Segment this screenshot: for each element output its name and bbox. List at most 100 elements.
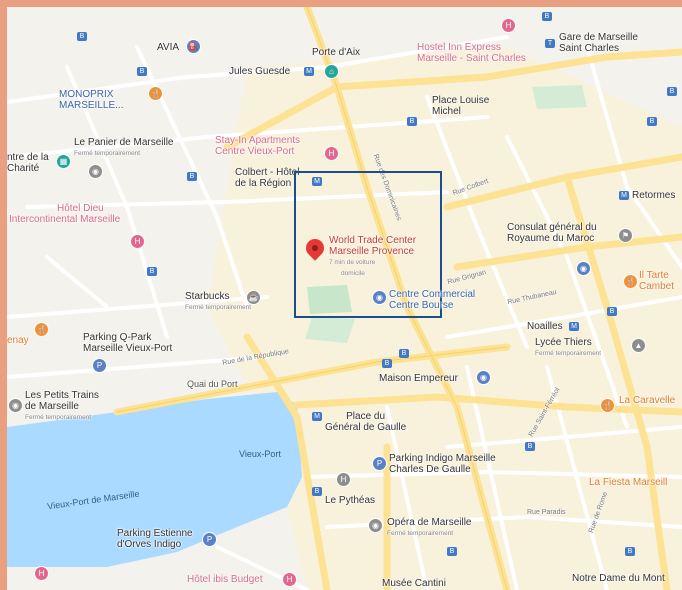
place-noailles-name[interactable]: Noailles <box>527 321 563 332</box>
metro-icon[interactable]: M <box>312 412 322 421</box>
hotel-icon[interactable]: H <box>325 147 338 160</box>
hotel-icon[interactable]: H <box>35 567 48 580</box>
place-parking-estienne[interactable]: Parking Estienne d'Orves Indigo <box>117 528 193 550</box>
bus-stop-icon[interactable]: B <box>447 547 457 556</box>
map-base-layer <box>7 7 682 590</box>
bus-stop-icon[interactable]: B <box>187 172 197 181</box>
place-monoprix-line1: MONOPRIX <box>59 89 114 100</box>
place-monoprix[interactable]: MONOPRIX MARSEILLE... <box>59 89 123 111</box>
place-centre-bourse-line1: Centre Commercial <box>389 289 476 300</box>
museum-icon[interactable]: ▦ <box>57 155 70 168</box>
selected-place-hours: 7 min de voiture <box>329 259 376 266</box>
metro-icon[interactable]: M <box>312 177 322 186</box>
metro-icon[interactable]: M <box>569 322 579 331</box>
shop-icon[interactable]: ◉ <box>477 371 490 384</box>
place-hotel-dieu-line1: Hôtel Dieu <box>57 203 104 214</box>
parking-icon[interactable]: P <box>93 359 106 372</box>
train-station-icon[interactable]: T <box>545 39 555 48</box>
place-indigo-line1: Parking Indigo Marseille <box>389 453 496 464</box>
bus-stop-icon[interactable]: B <box>667 87 677 96</box>
place-lycee-thiers[interactable]: Lycée Thiers Fermé temporairement <box>535 337 601 359</box>
shop-icon[interactable]: ◉ <box>373 291 386 304</box>
place-consulat[interactable]: Consulat général du Royaume du Maroc <box>507 222 597 244</box>
school-icon[interactable]: ▲ <box>632 339 645 352</box>
bus-stop-icon[interactable]: B <box>407 117 417 126</box>
parking-icon[interactable]: P <box>373 457 386 470</box>
place-hotel-dieu[interactable]: Hôtel Dieu Intercontinental Marseille <box>9 203 120 225</box>
place-notre-dame-name[interactable]: Notre Dame du Mont <box>572 573 665 584</box>
place-parking-qpark[interactable]: Parking Q-Park Marseille Vieux-Port <box>83 332 172 354</box>
place-general-line2: Général de Gaulle <box>325 422 407 433</box>
place-la-fiesta-name[interactable]: La Fiesta Marseill <box>589 477 668 488</box>
place-petits-trains[interactable]: Les Petits Trains de Marseille Fermé tem… <box>25 390 99 423</box>
bus-stop-icon[interactable]: B <box>312 487 322 496</box>
bus-stop-icon[interactable]: B <box>647 117 657 126</box>
place-colbert[interactable]: Colbert - Hôtel de la Région <box>235 167 299 189</box>
place-parking-indigo[interactable]: Parking Indigo Marseille Charles De Gaul… <box>389 453 496 475</box>
theater-icon[interactable]: ◉ <box>369 519 382 532</box>
place-panier[interactable]: Le Panier de Marseille Fermé temporairem… <box>74 137 174 159</box>
hotel-icon[interactable]: H <box>502 19 515 32</box>
bus-stop-icon[interactable]: B <box>137 67 147 76</box>
bus-stop-icon[interactable]: B <box>525 442 535 451</box>
bus-stop-icon[interactable]: B <box>399 349 409 358</box>
parking-icon[interactable]: P <box>203 533 216 546</box>
map-canvas[interactable]: Quai du Port Vieux-Port de Marseille Vie… <box>7 7 682 590</box>
shop-icon[interactable]: ◉ <box>89 165 102 178</box>
bus-stop-icon[interactable]: B <box>542 12 552 21</box>
bus-stop-icon[interactable]: B <box>77 32 87 41</box>
place-louise-line1: Place Louise <box>432 95 490 106</box>
restaurant-icon[interactable]: 🍴 <box>149 87 162 100</box>
place-petits-trains-line1: Les Petits Trains <box>25 390 99 401</box>
place-stay-in[interactable]: Stay-In Apartments Centre Vieux-Port <box>215 135 300 157</box>
embassy-icon[interactable]: ⚑ <box>619 229 632 242</box>
gas-station-icon[interactable]: ⛽ <box>187 40 200 53</box>
hotel-icon[interactable]: H <box>283 573 296 586</box>
place-starbucks[interactable]: Starbucks Fermé temporairement <box>185 291 251 313</box>
place-hostel[interactable]: Hostel Inn Express Marseille - Saint Cha… <box>417 42 526 64</box>
landmark-icon[interactable]: ⌂ <box>325 65 338 78</box>
place-maison-empereur-name[interactable]: Maison Empereur <box>379 373 458 384</box>
place-gare[interactable]: Gare de Marseille Saint Charles <box>559 32 638 54</box>
place-pytheas-name[interactable]: Le Pythéas <box>325 495 376 506</box>
place-stay-line2: Centre Vieux-Port <box>215 146 295 157</box>
selected-place-line2: Marseille Provence <box>329 246 415 257</box>
place-enay-name[interactable]: enay <box>7 335 29 346</box>
bus-stop-icon[interactable]: B <box>625 547 635 556</box>
hotel-icon[interactable]: H <box>131 235 144 248</box>
bus-stop-icon[interactable]: B <box>147 267 157 276</box>
hotel-icon[interactable]: H <box>337 473 350 486</box>
place-panier-sub: Fermé temporairement <box>74 150 141 157</box>
restaurant-icon[interactable]: 🍴 <box>35 323 48 336</box>
bus-stop-icon[interactable]: B <box>607 307 617 316</box>
place-lycee-sub: Fermé temporairement <box>535 350 602 357</box>
place-louise-michel[interactable]: Place Louise Michel <box>432 95 489 117</box>
restaurant-icon[interactable]: 🍴 <box>624 275 637 288</box>
place-centre-charite[interactable]: ntre de la Charité <box>7 152 49 174</box>
place-ltarte[interactable]: Il Tarte Cambet <box>639 270 674 292</box>
shop-icon[interactable]: ◉ <box>577 262 590 275</box>
place-ltarte-line2: Cambet <box>639 281 675 292</box>
place-jules-guesde-name[interactable]: Jules Guesde <box>229 66 291 77</box>
place-monoprix-line2: MARSEILLE... <box>59 100 124 111</box>
place-general-de-gaulle[interactable]: Place du Général de Gaulle <box>325 411 406 433</box>
restaurant-icon[interactable]: 🍴 <box>601 399 614 412</box>
map-selection-box[interactable] <box>294 171 442 318</box>
bus-stop-icon[interactable]: B <box>382 359 392 368</box>
place-avia[interactable]: AVIA <box>157 42 179 53</box>
place-retormes-name[interactable]: Retormes <box>632 190 676 201</box>
place-la-caravelle-name[interactable]: La Caravelle <box>619 395 676 406</box>
attraction-icon[interactable]: ◉ <box>9 399 22 412</box>
place-musee-cantini-name[interactable]: Musée Cantini <box>382 578 446 589</box>
place-ibis-name[interactable]: Hôtel ibis Budget <box>187 574 263 585</box>
metro-icon[interactable]: M <box>619 191 629 200</box>
place-panier-name: Le Panier de Marseille <box>74 137 174 148</box>
cafe-icon[interactable]: ☕ <box>247 291 260 304</box>
place-centre-bourse[interactable]: Centre Commercial Centre Bourse <box>389 289 475 311</box>
place-opera[interactable]: Opéra de Marseille Fermé temporairement <box>387 517 471 539</box>
place-gare-line2: Saint Charles <box>559 43 620 54</box>
selected-place[interactable]: World Trade Center Marseille Provence 7 … <box>329 235 416 279</box>
place-estienne-line1: Parking Estienne <box>117 528 193 539</box>
metro-icon[interactable]: M <box>304 67 314 76</box>
place-porte-daix-name[interactable]: Porte d'Aix <box>312 47 361 58</box>
